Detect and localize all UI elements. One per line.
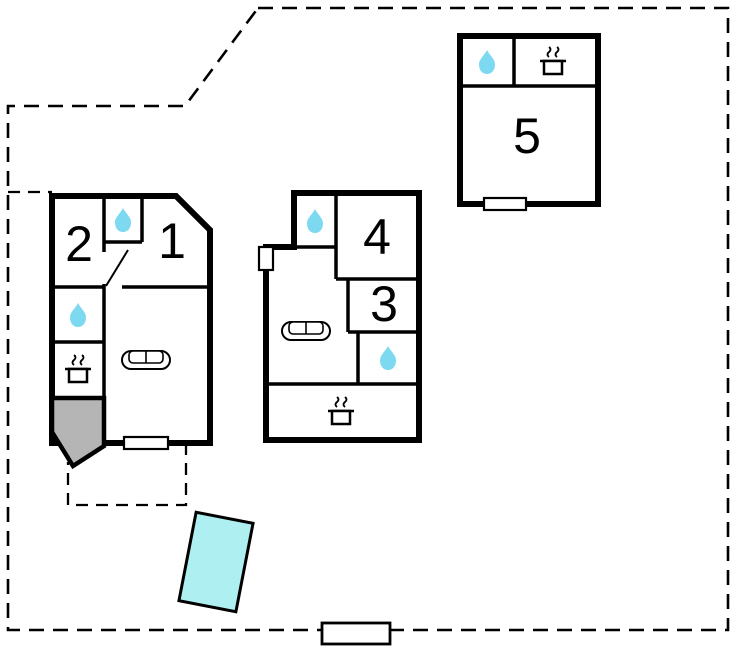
water-drop-icon: [380, 346, 396, 370]
stove-pot-icon: [328, 396, 354, 426]
water-drop-icon: [115, 208, 131, 232]
gate-icon: [320, 621, 392, 646]
room-2-label: 2: [65, 216, 93, 272]
water-drop-icon: [70, 303, 86, 327]
terrace-dashed-outline: [66, 443, 188, 507]
entrance-door-icon: [482, 196, 528, 212]
room-5-label: 5: [513, 108, 541, 164]
interior-walls-unit-1-2: [52, 196, 210, 398]
sofa-icon: [281, 321, 331, 341]
window-icon: [257, 245, 275, 272]
water-drop-icon: [307, 209, 323, 233]
room-1-label: 1: [158, 213, 186, 269]
room-3-label: 3: [370, 276, 398, 332]
interior-walls-unit-5: [460, 36, 598, 88]
entrance-door-icon: [122, 435, 170, 451]
building-unit-1-2: 2 1: [49, 193, 213, 470]
property-boundary: [6, 6, 730, 632]
interior-walls-unit-3-4: [266, 193, 419, 386]
stove-pot-icon: [65, 354, 91, 384]
stove-pot-icon: [540, 46, 566, 76]
sofa-icon: [121, 350, 171, 370]
swimming-pool: [177, 510, 255, 614]
porch: [49, 395, 107, 470]
door-swing-line: [105, 249, 129, 287]
building-unit-3-4: 4 3: [257, 190, 422, 443]
room-4-label: 4: [363, 209, 391, 265]
building-unit-5-walls: [457, 33, 601, 207]
water-drop-icon: [479, 50, 495, 74]
building-unit-5: 5: [457, 33, 601, 212]
